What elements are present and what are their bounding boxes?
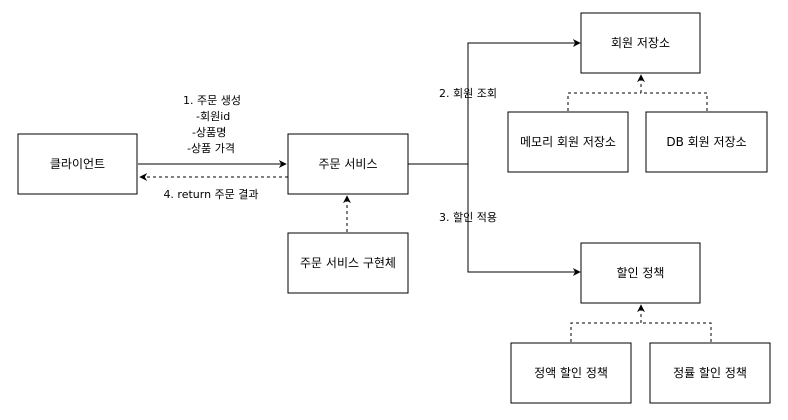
node-rate-discount-policy[interactable]: 정률 할인 정책 [649, 342, 771, 404]
node-db-member-repository-label: DB 회원 저장소 [666, 135, 746, 149]
node-memory-member-repository[interactable]: 메모리 회원 저장소 [507, 111, 629, 173]
node-member-repository[interactable]: 회원 저장소 [580, 12, 701, 74]
find-member-label: 2. 회원 조회 [439, 87, 497, 100]
node-fix-discount-policy-label: 정액 할인 정책 [534, 365, 608, 380]
edges [138, 39, 712, 342]
node-client-label: 클라이언트 [50, 157, 105, 171]
create-order-param-member-id: -회원id [196, 110, 230, 123]
create-order-param-item-price: -상품 가격 [187, 142, 235, 155]
node-db-member-repository[interactable]: DB 회원 저장소 [645, 111, 768, 173]
find-member-arrow [408, 39, 581, 165]
fix-discount-realization-line [570, 322, 641, 342]
node-client[interactable]: 클라이언트 [17, 133, 138, 195]
db-repo-realization-line [641, 92, 708, 111]
node-order-service-impl-label: 주문 서비스 구현체 [300, 256, 396, 270]
edge-labels: 1. 주문 생성 -회원id -상품명 -상품 가격 4. return 주문 … [163, 87, 497, 224]
apply-discount-label: 3. 할인 적용 [439, 211, 497, 224]
node-order-service-label: 주문 서비스 [318, 157, 377, 171]
node-rate-discount-policy-label: 정률 할인 정책 [673, 365, 747, 380]
node-memory-member-repository-label: 메모리 회원 저장소 [520, 135, 616, 149]
node-order-service[interactable]: 주문 서비스 [287, 133, 409, 195]
node-member-repository-label: 회원 저장소 [611, 36, 670, 50]
node-fix-discount-policy[interactable]: 정액 할인 정책 [510, 342, 632, 404]
memory-repo-realization-line [567, 92, 641, 111]
node-discount-policy-label: 할인 정책 [617, 265, 665, 280]
rate-discount-realization-line [641, 322, 712, 342]
node-discount-policy[interactable]: 할인 정책 [580, 242, 701, 304]
return-result-label: 4. return 주문 결과 [163, 188, 258, 201]
apply-discount-arrow [467, 164, 581, 276]
node-order-service-impl[interactable]: 주문 서비스 구현체 [287, 232, 409, 294]
create-order-label: 1. 주문 생성 [183, 94, 241, 107]
create-order-param-item-name: -상품명 [192, 126, 226, 139]
